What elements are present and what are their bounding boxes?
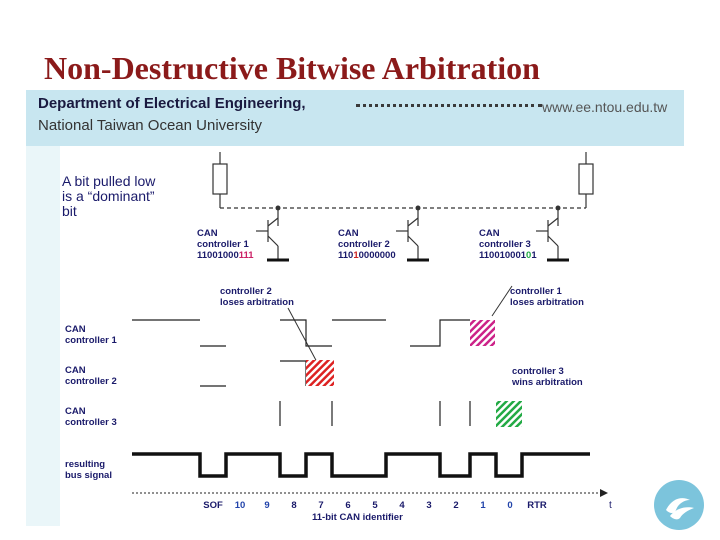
controller-1-line-2: controller 1	[197, 239, 249, 250]
arbitration-diagram: A bit pulled low is a “dominant” bit	[60, 146, 620, 526]
bus-wiring	[219, 152, 587, 226]
signal-label-bus-line-2: bus signal	[65, 470, 112, 481]
time-axis-arrow	[600, 489, 608, 497]
c1-loses-pointer	[491, 285, 513, 317]
controller-2-line-1: CAN	[338, 228, 359, 239]
controller-3-line-1: CAN	[479, 228, 500, 239]
signal-label-c2-line-1: CAN	[65, 365, 86, 376]
bit-label-0: 0	[507, 500, 512, 511]
bus-signal	[132, 452, 590, 478]
signal-label-c2-line-2: controller 2	[65, 376, 117, 387]
website-url: www.ee.ntou.edu.tw	[542, 99, 668, 115]
arbitration-svg: A bit pulled low is a “dominant” bit	[62, 152, 612, 523]
c2-loses-pointer	[287, 307, 319, 365]
bit-label-10: 10	[235, 500, 246, 511]
department-label: Department of Electrical Engineering,	[38, 95, 306, 112]
signal-c3	[279, 401, 471, 426]
c3-wins-line-1: controller 3	[512, 366, 564, 377]
controller-3-line-2: controller 3	[479, 239, 531, 250]
bit-label-4: 4	[399, 500, 405, 511]
dominant-note-line-2: is a “dominant”	[62, 188, 155, 204]
controller-2-id: 11010000000	[338, 250, 396, 261]
bit-label-6: 6	[345, 500, 350, 511]
slide-title: Non-Destructive Bitwise Arbitration	[44, 50, 540, 86]
bit-label-sof: SOF	[203, 500, 223, 511]
c3-wins-line-2: wins arbitration	[511, 377, 583, 388]
bit-label-1: 1	[480, 500, 486, 511]
transistor-1	[256, 217, 279, 260]
c2-loses-line-2: loses arbitration	[220, 297, 294, 308]
bit-label-rtr: RTR	[527, 500, 547, 511]
left-decor-strip	[26, 146, 60, 526]
c1-loses-line-1: controller 1	[510, 286, 562, 297]
signal-c1	[132, 319, 470, 347]
time-axis-label: t	[609, 500, 612, 511]
bit-label-5: 5	[372, 500, 378, 511]
bit-label-3: 3	[426, 500, 431, 511]
bus-junction-3	[555, 205, 561, 211]
bit-label-9: 9	[264, 500, 269, 511]
transistor-3	[536, 217, 559, 260]
c2-loses-line-1: controller 2	[220, 286, 272, 297]
bit-label-8: 8	[291, 500, 296, 511]
signal-label-c1-line-1: CAN	[65, 324, 86, 335]
bit-label-2: 2	[453, 500, 458, 511]
pullup-resistor-left	[212, 163, 228, 195]
signal-c2	[200, 360, 307, 387]
pullup-resistor-right	[578, 163, 594, 195]
c2-lose-hatch	[306, 360, 334, 386]
controller-2-line-2: controller 2	[338, 239, 390, 250]
wave-logo-icon	[666, 498, 694, 520]
controller-1-id: 11001000111	[197, 250, 254, 261]
c3-win-hatch	[496, 401, 522, 427]
controller-1-line-1: CAN	[197, 228, 218, 239]
university-label: National Taiwan Ocean University	[38, 117, 262, 134]
identifier-label: 11-bit CAN identifier	[312, 512, 403, 523]
dominant-note-line-1: A bit pulled low	[62, 173, 156, 189]
bit-label-7: 7	[318, 500, 323, 511]
c1-lose-hatch	[470, 320, 495, 346]
signal-label-bus-line-1: resulting	[65, 459, 105, 470]
signal-label-c3-line-1: CAN	[65, 406, 86, 417]
dotted-divider	[356, 104, 542, 107]
transistor-2	[396, 217, 419, 260]
controller-3-id: 11001000101	[479, 250, 537, 261]
dominant-note-line-3: bit	[62, 203, 77, 219]
university-logo	[654, 480, 704, 530]
c1-loses-line-2: loses arbitration	[510, 297, 584, 308]
bus-junction-1	[275, 205, 281, 211]
bus-junction-2	[415, 205, 421, 211]
signal-label-c1-line-2: controller 1	[65, 335, 117, 346]
signal-label-c3-line-2: controller 3	[65, 417, 117, 428]
header-band	[26, 90, 684, 146]
